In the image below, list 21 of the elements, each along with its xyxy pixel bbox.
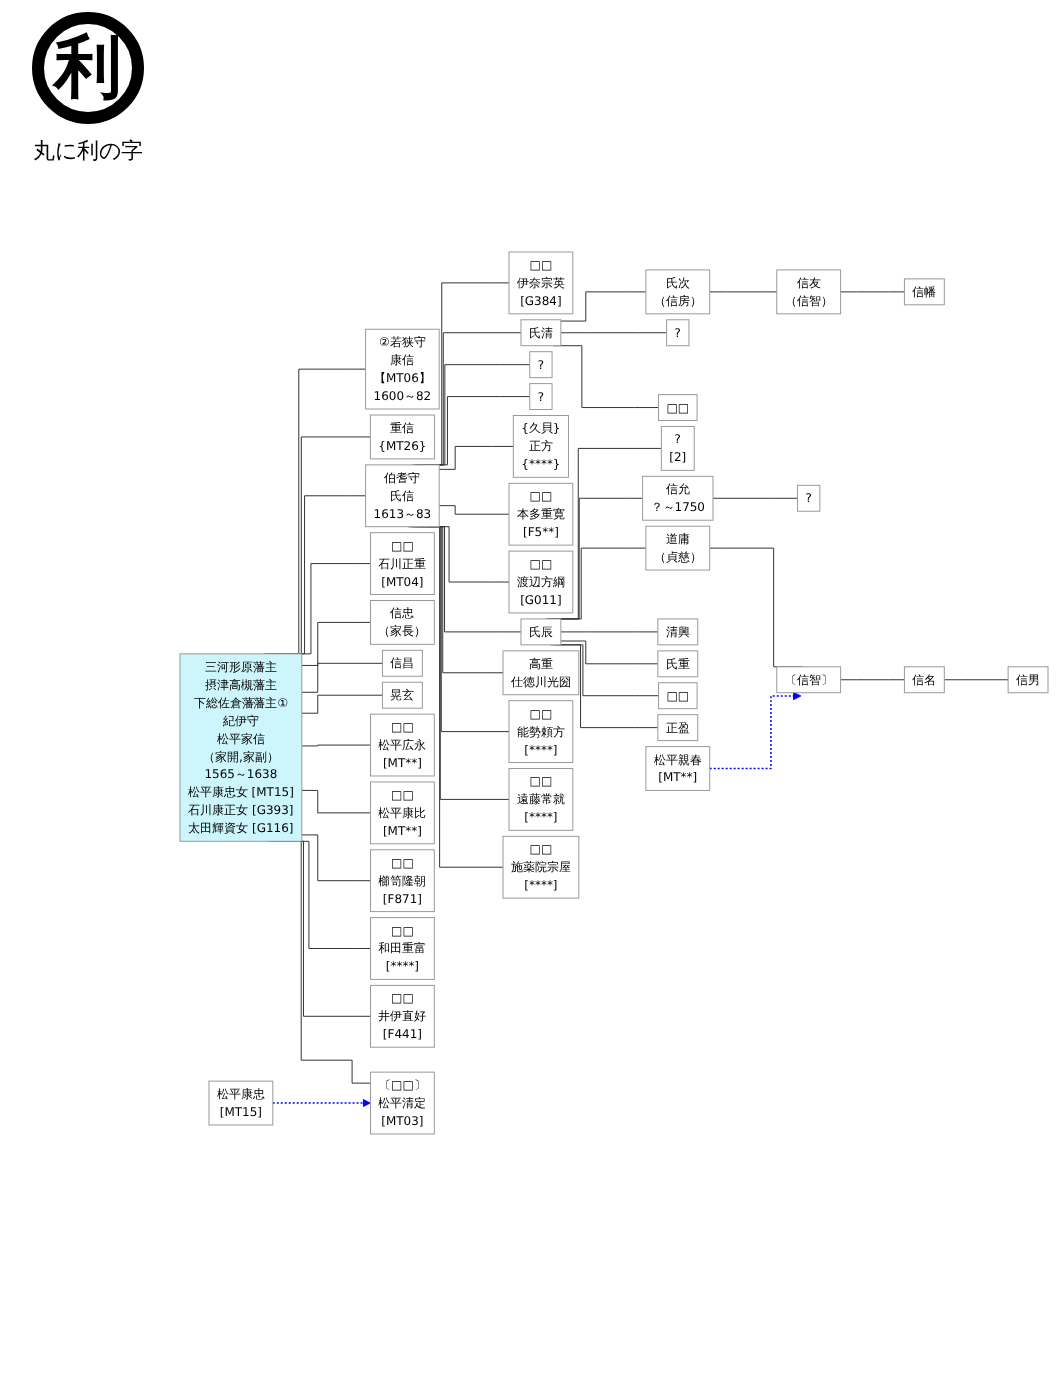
connector xyxy=(438,505,510,515)
connector xyxy=(560,291,647,322)
connector xyxy=(301,789,371,814)
connector xyxy=(301,621,371,666)
connector xyxy=(301,662,383,693)
connector xyxy=(560,640,659,665)
connector xyxy=(301,694,383,714)
connector xyxy=(943,679,1009,681)
connector xyxy=(712,497,799,499)
arrow xyxy=(708,691,802,770)
arrow xyxy=(272,1098,371,1108)
family-crest: 利 xyxy=(32,12,144,124)
crest-caption: 丸に利の字 xyxy=(31,136,145,166)
connector xyxy=(709,291,778,293)
connector xyxy=(301,744,371,747)
connector xyxy=(560,631,659,633)
connector xyxy=(560,332,668,334)
connector xyxy=(301,834,371,882)
connector xyxy=(438,445,514,470)
connector xyxy=(840,291,905,293)
connector xyxy=(840,679,905,681)
